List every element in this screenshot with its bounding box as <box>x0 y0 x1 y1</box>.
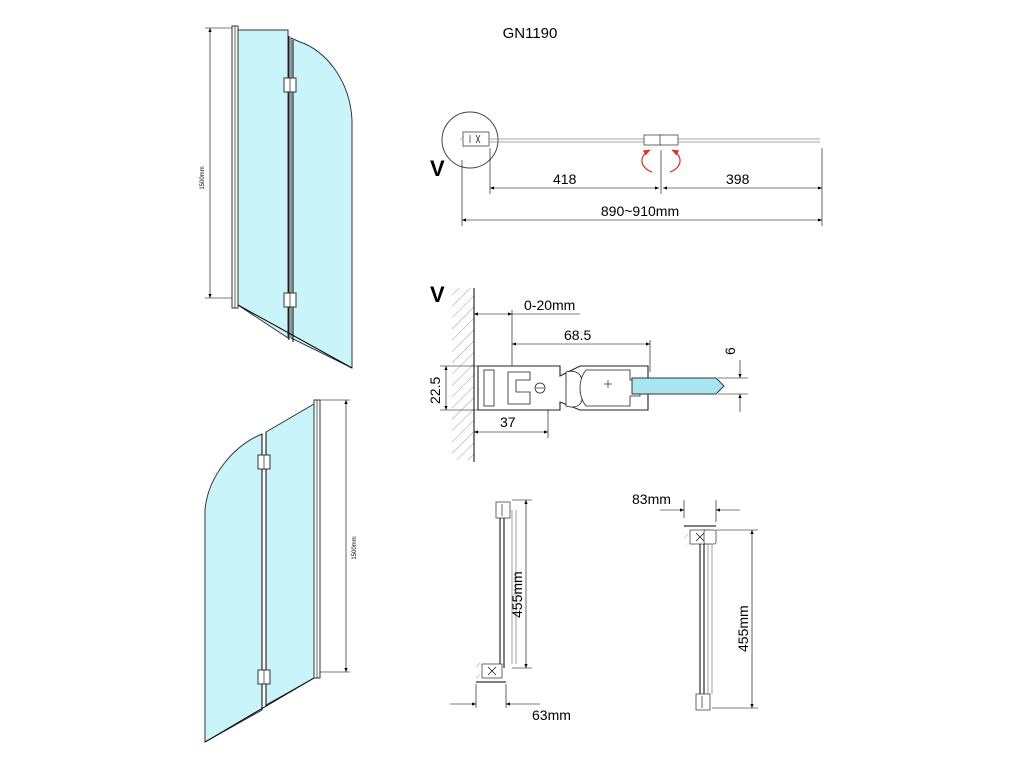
detail-dim-adjust: 0-20mm <box>524 297 575 313</box>
panel-height-label-right: 1500mm <box>352 536 358 559</box>
profile-detail-v: V 0-20mm 68.5 6 22.5 <box>427 282 748 462</box>
fold-view-right: 83mm 455mm <box>632 491 758 711</box>
fold-left-dim-depth: 63mm <box>532 707 571 723</box>
plan-dim-total: 890~910mm <box>601 203 679 219</box>
plan-dim-left: 418 <box>553 171 577 187</box>
plan-view: V 418 398 890~910mm <box>430 111 823 226</box>
drawing-title: GN1190 <box>503 25 558 42</box>
panel-elevation-bottom: 1500mm <box>204 399 358 743</box>
panel-height-label-left: 1500mm <box>200 166 206 189</box>
detail-view-marker: V <box>430 282 445 307</box>
panel-elevation-top: 1500mm <box>200 25 353 369</box>
detail-dim-height: 22.5 <box>427 377 443 404</box>
fold-right-dim-height: 455mm <box>735 605 751 652</box>
plan-dim-right: 398 <box>726 171 750 187</box>
detail-dim-width: 68.5 <box>564 327 591 343</box>
fold-view-left: 455mm 63mm <box>450 499 571 723</box>
fold-right-dim-depth: 83mm <box>632 491 671 507</box>
detail-dim-glass: 6 <box>722 347 738 355</box>
fold-left-dim-height: 455mm <box>509 571 525 618</box>
detail-dim-base: 37 <box>500 414 516 430</box>
plan-view-marker: V <box>430 156 445 181</box>
